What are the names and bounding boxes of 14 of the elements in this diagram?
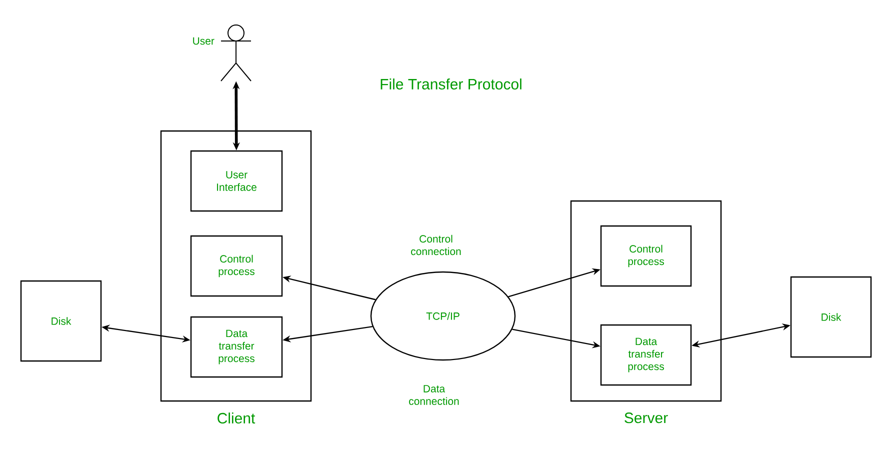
title: File Transfer Protocol: [380, 78, 522, 90]
process-box: Disk: [790, 276, 872, 358]
process-box: Control process: [190, 235, 283, 297]
process-box: Data transfer process: [190, 316, 283, 378]
process-box: Disk: [20, 280, 102, 362]
person-label: User: [193, 37, 214, 45]
connection-label: Data connection: [409, 385, 459, 405]
connection-label: Control connection: [411, 234, 461, 256]
process-box: Data transfer process: [600, 324, 692, 386]
process-box: User Interface: [190, 150, 283, 212]
process-box: Control process: [600, 225, 692, 287]
node-label: Client: [218, 412, 256, 424]
person-icon: [220, 24, 252, 82]
node-label: Server: [624, 412, 668, 424]
